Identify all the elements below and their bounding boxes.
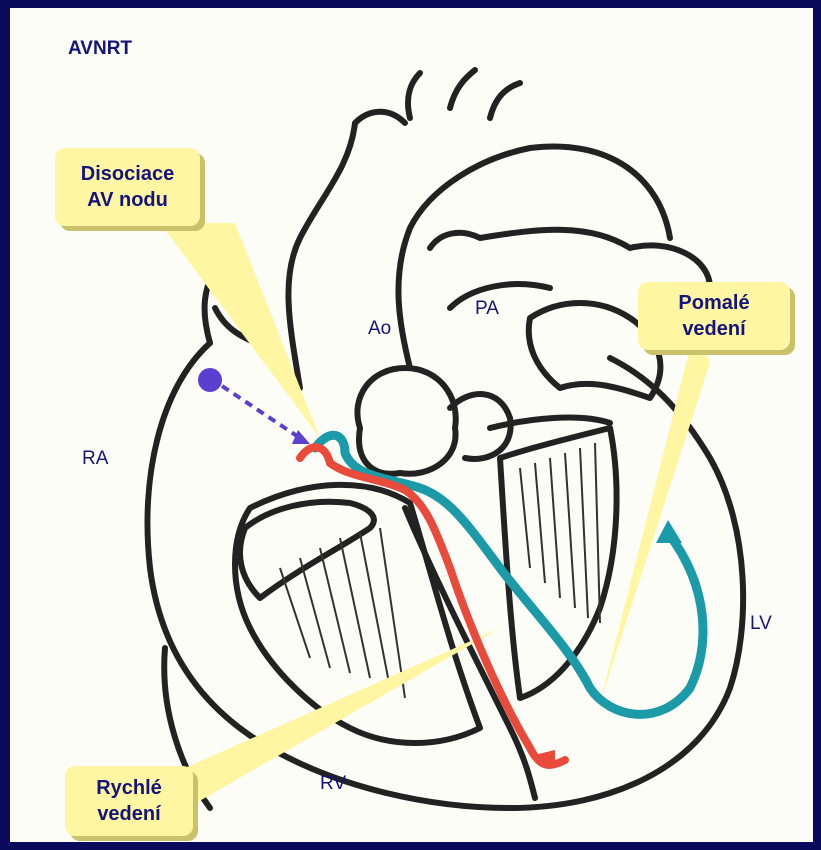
callout-slow: Pomalé vedení [638,282,790,350]
page-title: AVNRT [68,38,132,60]
label-rv: RV [320,773,346,795]
slow-arrowhead [656,520,682,543]
heart-diagram [10,8,813,842]
callout-slow-line1: Pomalé [678,290,749,316]
aortic-branches [408,70,520,118]
callout-slow-line2: vedení [682,316,745,342]
impulse-dot [198,368,222,392]
label-lv: LV [750,613,772,635]
aortic-root [357,368,455,474]
callout-fast-line1: Rychlé [96,775,162,801]
slide: AVNRT RA Ao PA LV RV Disociace AV nodu P… [10,8,813,842]
label-ao: Ao [368,318,391,340]
callout-fast-line2: vedení [97,801,160,827]
callout-fast: Rychlé vedení [65,766,193,836]
callout-av-node-line1: Disociace [81,161,174,187]
label-ra: RA [82,448,108,470]
label-pa: PA [475,298,499,320]
callout-av-node-line2: AV nodu [87,187,168,213]
aorta [288,112,670,388]
callout-av-node: Disociace AV nodu [55,148,200,226]
